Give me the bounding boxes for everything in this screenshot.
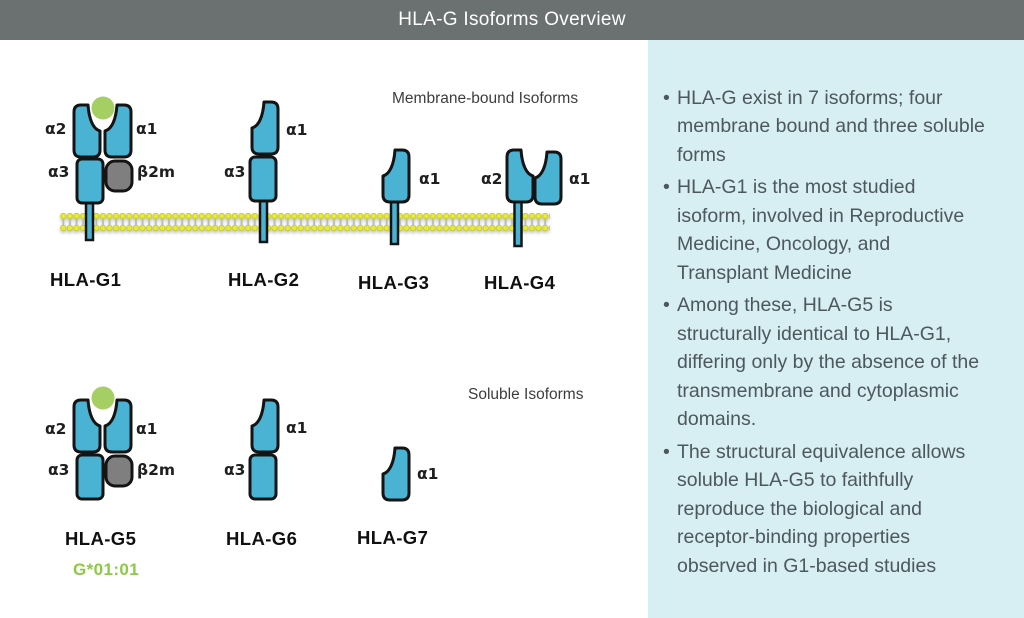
alpha1-domain-shape [103, 398, 133, 454]
alpha1-domain-shape [250, 398, 280, 454]
note-bullet-2: HLA-G1 is the most studied isoform, invo… [662, 173, 986, 287]
g2-alpha3-label: α3 [224, 163, 246, 181]
note-bullet-4: The structural equivalence allows solubl… [662, 438, 986, 580]
b2m-domain-shape [104, 454, 134, 488]
soluble-section-label: Soluble Isoforms [468, 386, 584, 403]
alpha3-domain-shape [75, 453, 105, 501]
molecule-hla-g7 [376, 442, 446, 511]
note-bullet-3: Among these, HLA-G5 is structurally iden… [662, 291, 986, 433]
isoform-name-hla-g1: HLA-G1 [50, 269, 122, 290]
g1-alpha3-label: α3 [48, 163, 70, 181]
g6-alpha1-label: α1 [286, 419, 308, 437]
molecule-hla-g6 [242, 392, 322, 509]
alpha1-domain-shape [250, 100, 280, 156]
peptide-icon [91, 386, 115, 410]
g4-alpha2-label: α2 [481, 170, 503, 188]
lipid-bilayer-membrane-icon [60, 213, 550, 236]
hla-g2-structure-icon [248, 100, 280, 244]
notes-list: HLA-G exist in 7 isoforms; four membrane… [662, 84, 986, 580]
alpha3-domain-shape [248, 453, 278, 501]
g2-alpha1-label: α1 [286, 121, 308, 139]
membrane-bound-section-label: Membrane-bound Isoforms [392, 90, 579, 107]
alpha1-domain-shape [533, 150, 563, 206]
g5-alpha1-label: α1 [136, 420, 158, 438]
isoform-name-hla-g7: HLA-G7 [357, 527, 429, 548]
isoform-name-hla-g4: HLA-G4 [484, 272, 556, 293]
peptide-icon [91, 96, 115, 120]
hla-g6-structure-icon [248, 398, 280, 501]
alpha2-domain-shape [72, 398, 102, 454]
g1-alpha1-label: α1 [136, 120, 158, 138]
g1-b2m-label: β2m [137, 163, 176, 181]
alpha1-domain-shape [103, 103, 133, 159]
alpha2-domain-shape [505, 148, 535, 204]
transmembrane-stalk-shape [513, 198, 523, 248]
alpha3-domain-shape [75, 157, 105, 205]
molecule-hla-g3 [376, 144, 446, 253]
hla-g7-structure-icon [381, 446, 411, 502]
alpha2-domain-shape [72, 103, 102, 159]
g6-alpha3-label: α3 [224, 461, 246, 479]
g3-alpha1-label: α1 [419, 170, 441, 188]
isoform-name-hla-g5: HLA-G5 [65, 528, 137, 549]
isoform-name-hla-g2: HLA-G2 [228, 269, 300, 290]
b2m-domain-shape [104, 159, 134, 193]
alpha1-domain-shape [381, 148, 411, 204]
page-title: HLA-G Isoforms Overview [398, 9, 626, 30]
molecule-hla-g1 [66, 95, 178, 250]
g7-alpha1-label: α1 [417, 465, 439, 483]
hla-g4-structure-icon [505, 148, 563, 248]
molecule-hla-g5 [66, 385, 178, 510]
transmembrane-stalk-shape [389, 198, 400, 246]
g4-alpha1-label: α1 [569, 170, 591, 188]
allele-label: G*01:01 [73, 560, 140, 579]
molecule-hla-g4 [500, 144, 600, 255]
g1-alpha2-label: α2 [45, 120, 67, 138]
hla-g3-structure-icon [381, 148, 411, 246]
alpha3-domain-shape [248, 155, 278, 203]
g5-alpha2-label: α2 [45, 420, 67, 438]
title-bar: HLA-G Isoforms Overview [0, 0, 1024, 40]
g5-alpha3-label: α3 [48, 461, 70, 479]
notes-panel: HLA-G exist in 7 isoforms; four membrane… [648, 40, 1024, 618]
transmembrane-stalk-shape [84, 200, 95, 242]
note-bullet-1: HLA-G exist in 7 isoforms; four membrane… [662, 84, 986, 169]
isoform-name-hla-g3: HLA-G3 [358, 272, 430, 293]
membrane-svg [60, 213, 550, 231]
hla-g5-structure-icon [72, 386, 134, 501]
hla-g1-structure-icon [72, 96, 134, 242]
alpha1-domain-shape [381, 446, 411, 502]
transmembrane-stalk-shape [258, 198, 269, 244]
molecule-hla-g2 [242, 94, 322, 251]
isoform-name-hla-g6: HLA-G6 [226, 528, 298, 549]
g5-b2m-label: β2m [137, 461, 176, 479]
